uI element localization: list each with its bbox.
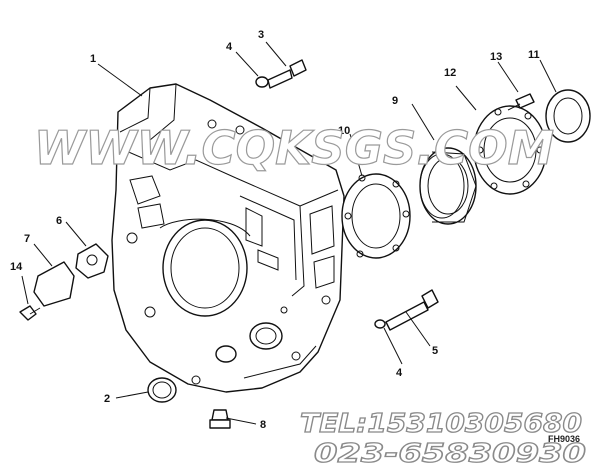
callout-4-top: 4: [226, 41, 233, 53]
flywheel-housing: [111, 83, 345, 393]
watermark-tel: TEL:15310305680: [300, 409, 582, 439]
callout-14: 14: [10, 261, 23, 273]
bolt-5-washer-4: [374, 289, 439, 331]
callout-12: 12: [444, 67, 456, 79]
callout-numbers: 1 3 4 9 10 12 13 11 6 7 14 2 8 5 4: [10, 29, 540, 431]
callout-6: 6: [56, 215, 62, 227]
leader-lines: [21, 41, 557, 425]
callout-3: 3: [258, 29, 264, 41]
callout-11: 11: [528, 49, 540, 61]
o-ring-2: [147, 377, 177, 403]
callout-8: 8: [260, 419, 266, 431]
screw-14: [19, 305, 41, 321]
ring-seal-11: [545, 89, 591, 143]
callout-7: 7: [24, 233, 30, 245]
plug-8: [209, 409, 231, 429]
callout-9: 9: [392, 95, 398, 107]
cover-plate-12: [473, 105, 547, 195]
cap-screw-13: [507, 93, 535, 111]
watermark-site: WWW.CQKSGS.COM: [34, 121, 554, 175]
callout-10: 10: [338, 125, 350, 137]
callout-5: 5: [432, 345, 438, 357]
gasket-seal-10: [341, 173, 411, 259]
callout-4-bottom: 4: [396, 367, 403, 379]
callout-2: 2: [104, 393, 110, 405]
callout-13: 13: [490, 51, 502, 63]
callout-1: 1: [90, 53, 96, 65]
oil-seal-9: [419, 147, 477, 225]
drawing-code: FH9036: [548, 434, 580, 444]
cover-plate-7-gasket-6: [33, 243, 109, 307]
watermark-phone: 023-65830930: [314, 439, 586, 469]
bolt-3-washer-4: [255, 59, 307, 89]
